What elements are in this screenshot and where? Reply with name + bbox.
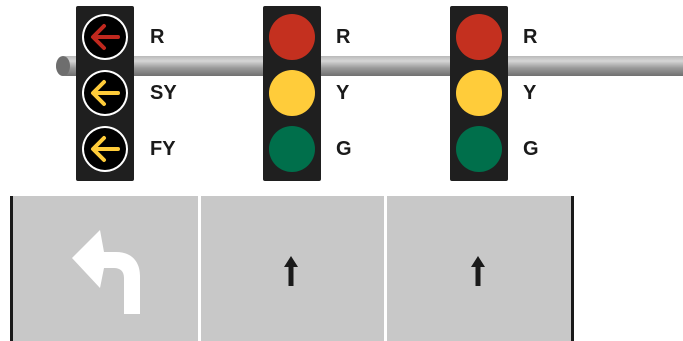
through-arrow-icon — [471, 256, 485, 286]
signal-3-label-yellow: Y — [523, 82, 537, 104]
signal-head-left-turn — [76, 6, 134, 181]
lane-line-1 — [198, 196, 201, 341]
yellow-lens — [269, 70, 315, 116]
green-lens — [456, 126, 502, 172]
left-arrow-icon — [91, 24, 120, 50]
signal-head-through-2 — [450, 6, 508, 181]
signal-2-label-yellow: Y — [336, 82, 350, 104]
through-arrow-icon — [284, 256, 298, 286]
steady-yellow-arrow-lens — [82, 70, 128, 116]
green-lens — [269, 126, 315, 172]
flashing-yellow-arrow-lens — [82, 126, 128, 172]
left-arrow-icon — [91, 136, 120, 162]
signal-3-label-red: R — [523, 26, 538, 48]
left-arrow-icon — [91, 80, 120, 106]
signal-head-through-1 — [263, 6, 321, 181]
right-edge-line — [571, 196, 574, 341]
signal-2-label-red: R — [336, 26, 351, 48]
signal-1-label-red: R — [150, 26, 165, 48]
mast-arm-end — [56, 56, 70, 76]
mast-arm — [56, 56, 683, 76]
signal-3-label-green: G — [523, 138, 539, 160]
signal-1-label-steady-yellow: SY — [150, 82, 177, 104]
red-lens — [269, 14, 315, 60]
lane-line-2 — [384, 196, 387, 341]
red-lens — [456, 14, 502, 60]
signal-2-label-green: G — [336, 138, 352, 160]
red-arrow-lens — [82, 14, 128, 60]
left-edge-line — [10, 196, 13, 341]
signal-1-label-flashing-yellow: FY — [150, 138, 176, 160]
left-turn-arrow-icon — [72, 230, 140, 314]
yellow-lens — [456, 70, 502, 116]
